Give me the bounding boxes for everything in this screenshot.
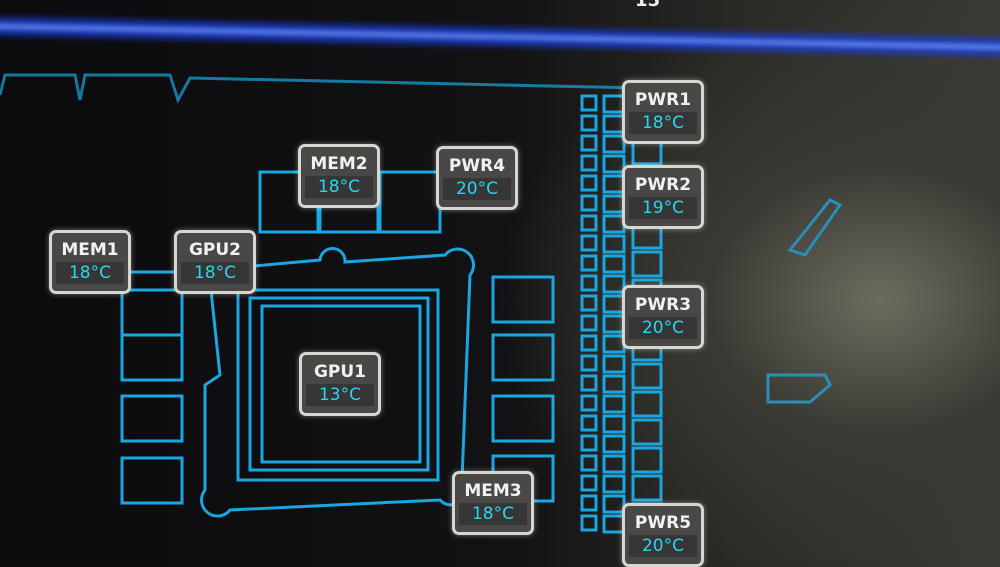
memory-chip bbox=[120, 288, 184, 337]
power-cell bbox=[602, 154, 626, 174]
power-cell bbox=[580, 194, 598, 212]
power-cell bbox=[602, 134, 626, 154]
power-cell bbox=[580, 234, 598, 252]
power-cell bbox=[580, 314, 598, 332]
power-cell bbox=[602, 334, 626, 354]
power-cell bbox=[602, 214, 626, 234]
memory-chip bbox=[491, 275, 555, 324]
sensor-temp: 18°C bbox=[459, 503, 527, 525]
power-cell bbox=[602, 434, 626, 454]
sensor-name: MEM2 bbox=[310, 154, 368, 174]
power-cell bbox=[602, 314, 626, 334]
power-cell bbox=[580, 454, 598, 472]
power-cell bbox=[602, 454, 626, 474]
power-cell bbox=[602, 194, 626, 214]
power-cell bbox=[580, 434, 598, 452]
power-cell bbox=[602, 274, 626, 294]
sensor-name: PWR4 bbox=[448, 156, 506, 176]
memory-chip bbox=[378, 170, 442, 234]
sensor-temp: 18°C bbox=[629, 112, 697, 134]
power-cell bbox=[602, 374, 626, 394]
power-cell bbox=[602, 414, 626, 434]
power-cell bbox=[602, 94, 626, 114]
power-cell bbox=[602, 234, 626, 254]
sensor-name: PWR1 bbox=[634, 90, 692, 110]
power-cell bbox=[580, 274, 598, 292]
power-cell bbox=[580, 494, 598, 512]
power-cell bbox=[602, 494, 626, 514]
connector bbox=[766, 373, 832, 404]
sensor-name: MEM3 bbox=[464, 481, 522, 501]
power-cell bbox=[580, 354, 598, 372]
power-cell bbox=[580, 214, 598, 232]
power-cell bbox=[602, 294, 626, 314]
power-cell bbox=[580, 254, 598, 272]
power-cell bbox=[580, 294, 598, 312]
gpu-die-mid bbox=[248, 296, 430, 472]
sensor-name: GPU2 bbox=[188, 240, 242, 260]
memory-chip bbox=[120, 333, 184, 382]
power-inductor bbox=[631, 418, 663, 446]
sensor-temp: 20°C bbox=[629, 535, 697, 557]
power-cell bbox=[580, 94, 598, 112]
memory-chip bbox=[491, 394, 555, 443]
gpu-die-inner bbox=[260, 304, 422, 464]
power-inductor bbox=[631, 362, 663, 390]
power-cell bbox=[602, 254, 626, 274]
power-cell bbox=[602, 354, 626, 374]
power-cell bbox=[602, 114, 626, 134]
board-edge bbox=[0, 73, 641, 104]
power-cell bbox=[602, 514, 626, 534]
sensor-name: GPU1 bbox=[313, 362, 367, 382]
power-cell bbox=[580, 474, 598, 492]
power-cell bbox=[580, 134, 598, 152]
power-cell bbox=[580, 334, 598, 352]
sensor-name: PWR3 bbox=[634, 295, 692, 315]
sensor-temp: 18°C bbox=[56, 262, 124, 284]
power-cell bbox=[580, 414, 598, 432]
sensor-temp: 20°C bbox=[443, 178, 511, 200]
memory-chip bbox=[491, 333, 555, 382]
connector-2 bbox=[787, 198, 843, 257]
power-cell bbox=[602, 474, 626, 494]
memory-chip bbox=[120, 456, 184, 505]
power-inductor bbox=[631, 250, 663, 278]
power-cell bbox=[580, 374, 598, 392]
memory-chip bbox=[120, 394, 184, 443]
power-cell bbox=[580, 514, 598, 532]
sensor-temp: 18°C bbox=[305, 176, 373, 198]
gpu-die-outer bbox=[236, 288, 440, 482]
sensor-name: PWR2 bbox=[634, 175, 692, 195]
sensor-name: PWR5 bbox=[634, 513, 692, 533]
power-inductor bbox=[631, 390, 663, 418]
power-cell bbox=[580, 394, 598, 412]
power-cell bbox=[580, 154, 598, 172]
sensor-temp: 18°C bbox=[181, 262, 249, 284]
top-readout: 15° bbox=[635, 0, 670, 11]
power-inductor bbox=[631, 474, 663, 502]
power-cell bbox=[580, 114, 598, 132]
power-inductor bbox=[631, 446, 663, 474]
sensor-temp: 13°C bbox=[306, 384, 374, 406]
sensor-name: MEM1 bbox=[61, 240, 119, 260]
sensor-temp: 20°C bbox=[629, 317, 697, 339]
power-cell bbox=[602, 394, 626, 414]
power-cell bbox=[580, 174, 598, 192]
sensor-temp: 19°C bbox=[629, 197, 697, 219]
power-cell bbox=[602, 174, 626, 194]
